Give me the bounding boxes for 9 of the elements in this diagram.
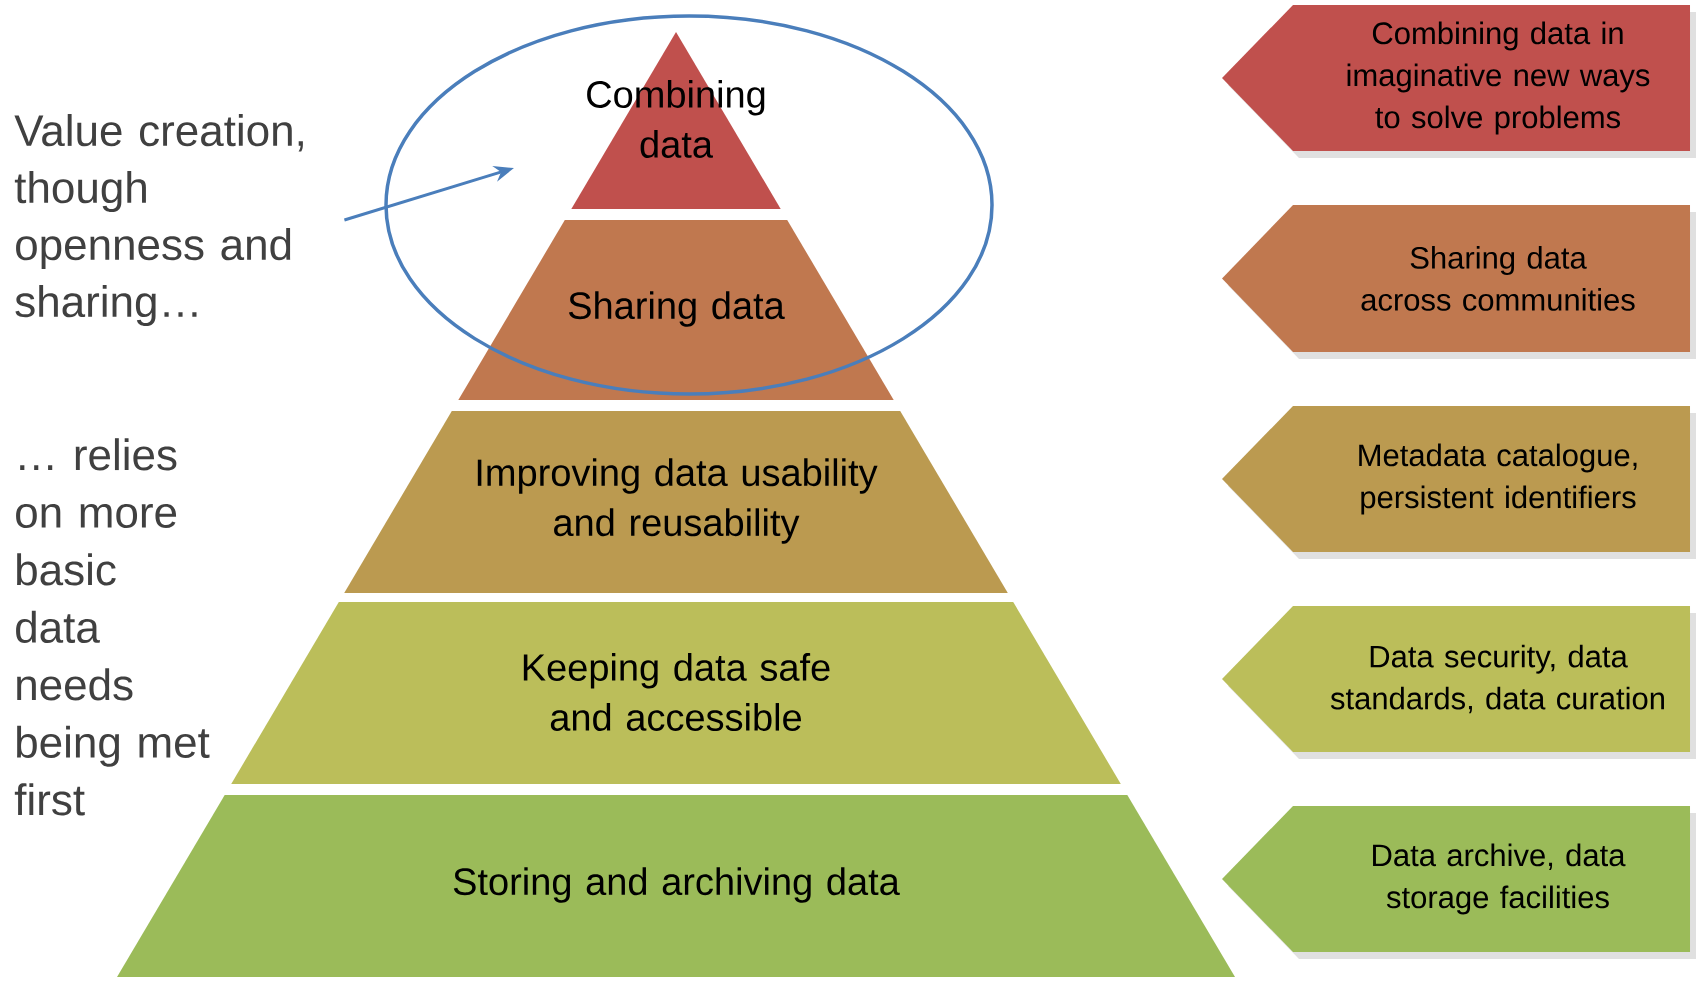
pentagon-tag: Sharing data across communities: [1222, 205, 1696, 359]
pyramid-level: Keeping data safe and accessible: [231, 602, 1121, 784]
pentagon-tag: Data security, data standards, data curation: [1222, 606, 1696, 759]
side-note: Value creation, though openness and sharing…: [14, 114, 303, 326]
pyramid-level: Improving data usability and reusability: [344, 411, 1008, 593]
pentagon-tag: Metadata catalogue, persistent identifiers: [1222, 406, 1696, 559]
ellipse: [384, 14, 994, 396]
pentagon-tag: Data archive, data storage facilities: [1222, 806, 1696, 959]
pentagon-tag: Combining data in imaginative new ways to solve problems: [1222, 5, 1696, 158]
